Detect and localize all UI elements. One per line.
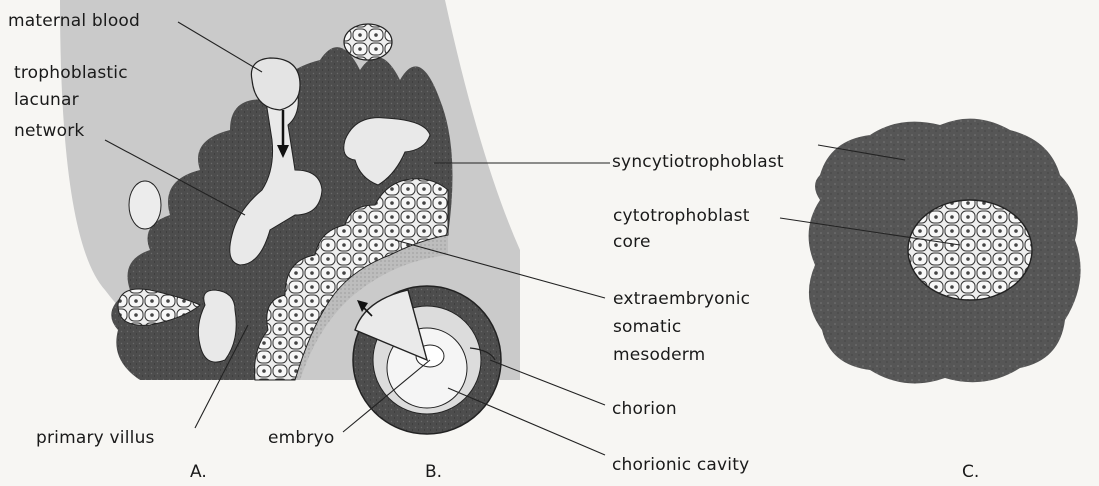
network-label: network — [14, 118, 84, 144]
somatic-label: somatic — [613, 314, 681, 340]
syncytiotrophoblast-label: syncytiotrophoblast — [612, 149, 784, 175]
mesoderm-label: mesoderm — [613, 342, 705, 368]
maternal-blood-label: maternal blood — [8, 8, 140, 34]
chorionic-cavity-label: chorionic cavity — [612, 452, 749, 478]
core-label: core — [613, 229, 651, 255]
panel-c-label: C. — [962, 462, 979, 482]
cytotrophoblast-label: cytotrophoblast — [613, 203, 750, 229]
lacuna-lower — [198, 290, 236, 362]
trophoblastic-label: trophoblastic — [14, 60, 128, 86]
panel-a-label: A. — [190, 462, 207, 482]
cytotrophoblast-core-section — [908, 200, 1032, 300]
chorion-label: chorion — [612, 396, 677, 422]
extraembryonic-label: extraembryonic — [613, 286, 750, 312]
panel-c-section — [809, 119, 1081, 384]
villus-section-top — [344, 24, 392, 60]
panel-b-label: B. — [425, 462, 442, 482]
lacunar-label: lacunar — [14, 87, 79, 113]
villus-section-left — [129, 181, 161, 229]
primary-villus-label: primary villus — [36, 425, 155, 451]
panel-b-section — [353, 286, 501, 434]
embryo-label: embryo — [268, 425, 334, 451]
